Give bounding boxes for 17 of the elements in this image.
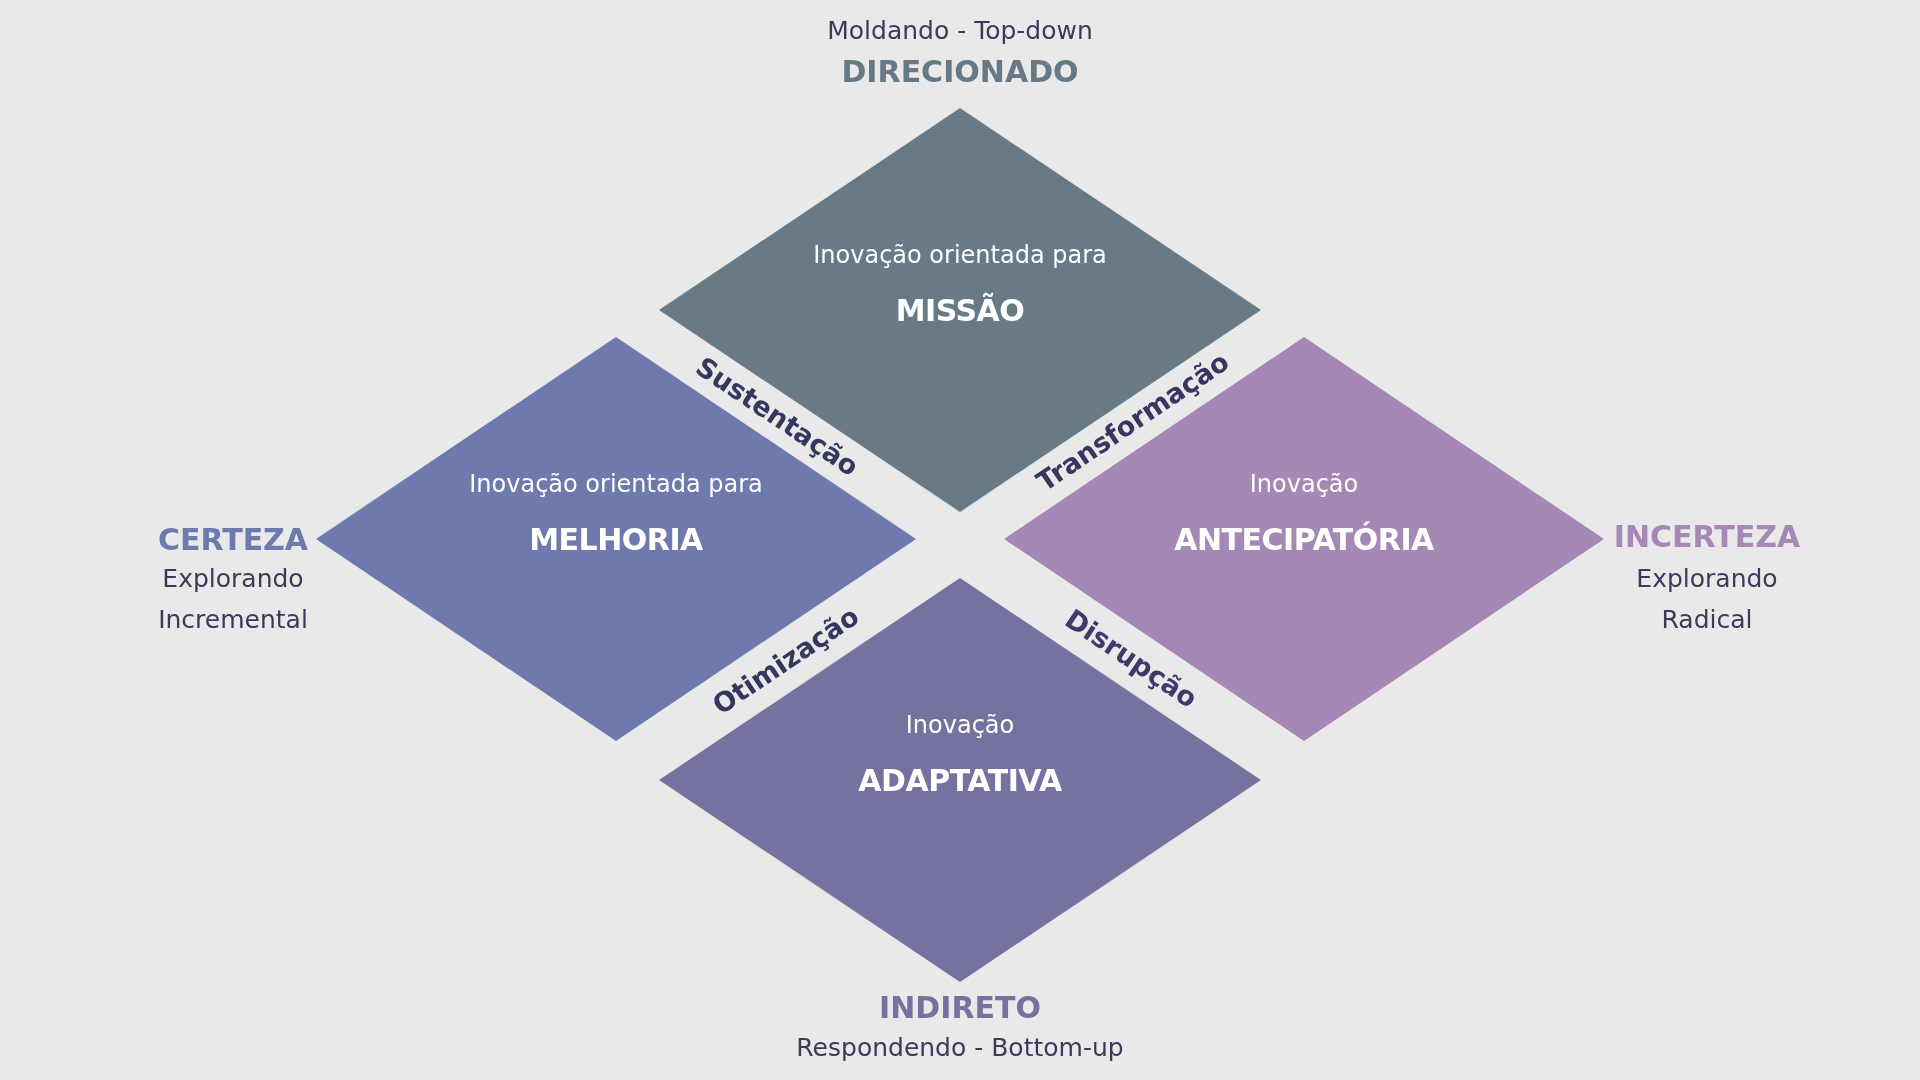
axis-subtitle: Explorando Incremental (157, 563, 309, 636)
axis-subtitle: Moldando - Top-down (827, 16, 1093, 46)
diamond-node (659, 578, 1261, 982)
node-subtitle: Inovação orientada para (813, 241, 1107, 269)
axis-title: INCERTEZA (1613, 519, 1801, 555)
axis-title: INDIRETO (879, 990, 1041, 1026)
axis-title: DIRECIONADO (841, 54, 1079, 90)
node-title: ADAPTATIVA (858, 762, 1062, 798)
axis-subtitle: Explorando Radical (1635, 563, 1779, 636)
node-title: MISSÃO (895, 292, 1025, 328)
node-subtitle: Inovação (905, 711, 1015, 739)
axis-title: CERTEZA (157, 522, 309, 558)
node-title: MELHORIA (529, 521, 703, 557)
node-title: ANTECIPATÓRIA (1174, 521, 1434, 557)
axis-subtitle: Respondendo - Bottom-up (796, 1033, 1124, 1063)
node-subtitle: Inovação (1249, 470, 1359, 498)
node-subtitle: Inovação orientada para (469, 470, 763, 498)
